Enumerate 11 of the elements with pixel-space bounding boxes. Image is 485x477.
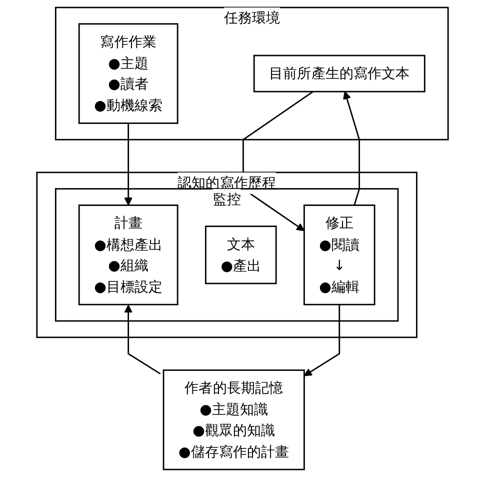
- node-box: 計畫 ●構想產出 ●組織 ●目標設定: [78, 204, 178, 306]
- node-box: 寫作作業 ●主題 ●讀者 ●動機線索: [78, 23, 178, 124]
- node-box: 文本 ●產出: [205, 226, 277, 284]
- arrow: [343, 91, 360, 206]
- arrow: [124, 123, 132, 206]
- arrow: [124, 304, 161, 374]
- node-box: 修正 ●閱讀 ↓ ●編輯: [303, 204, 376, 306]
- node-box: 作者的長期記憶 ●主題知識 ●觀眾的知識 ●儲存寫作的計畫: [162, 369, 305, 470]
- arrow: [304, 304, 340, 376]
- node-box: 目前所產生的寫作文本: [253, 54, 426, 92]
- arrow: [242, 91, 314, 232]
